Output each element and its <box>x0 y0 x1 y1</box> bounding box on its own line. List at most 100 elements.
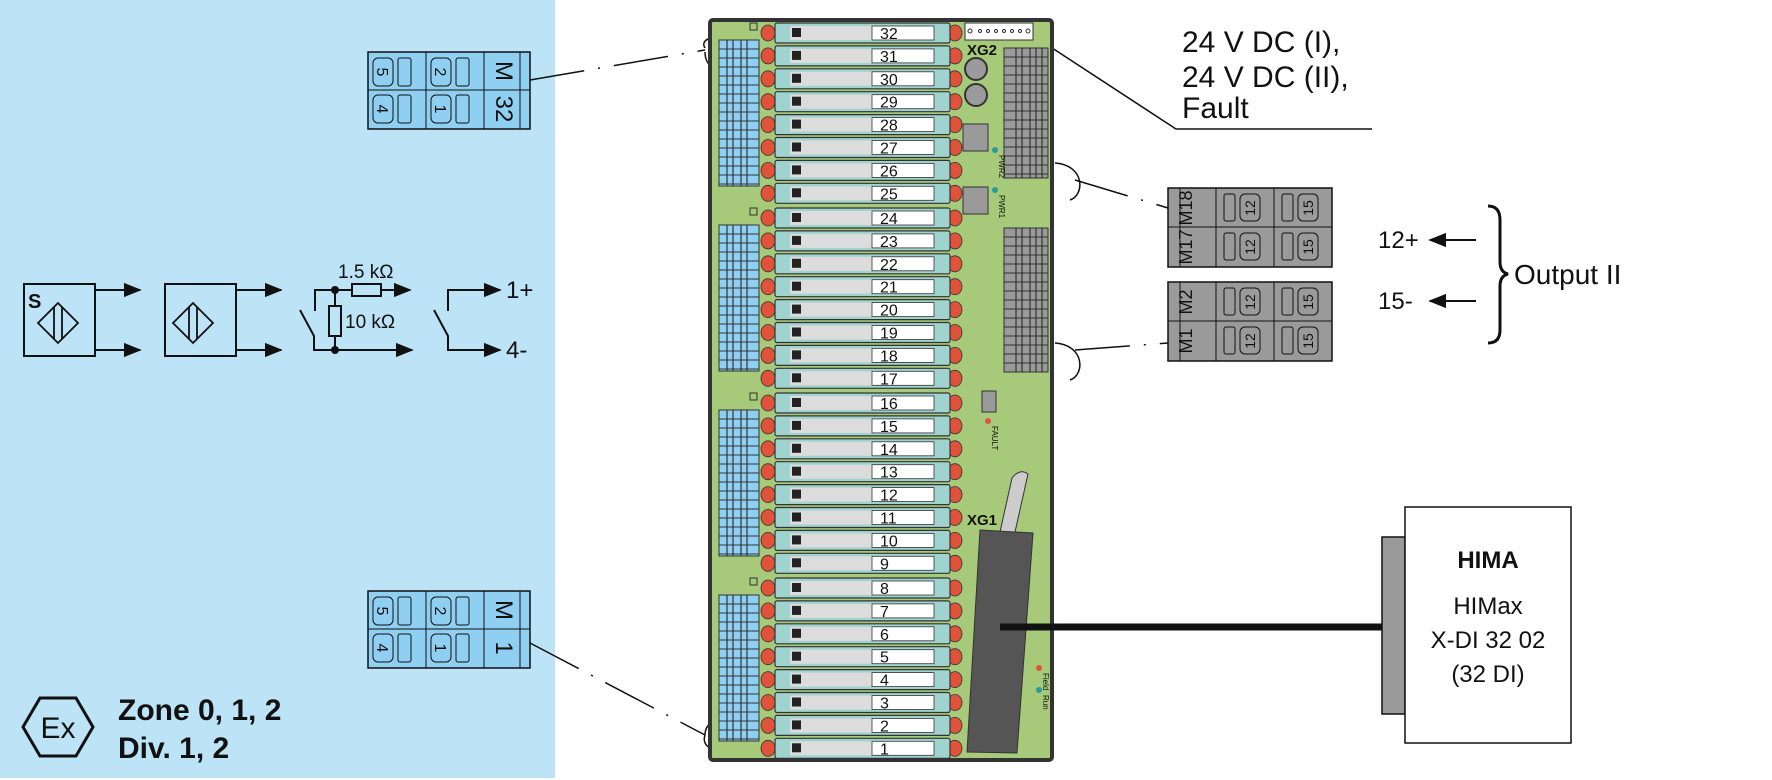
module-number: 17 <box>880 371 898 388</box>
module-slot[interactable]: 7 <box>760 600 963 622</box>
output-module-label: M1 <box>1176 328 1196 353</box>
module-slot[interactable]: 4 <box>760 668 963 691</box>
termination-board: 3231302928272625242322212019181716151413… <box>708 18 1054 762</box>
controller-model-line3: (32 DI) <box>1451 661 1524 688</box>
module-number: 25 <box>880 186 898 203</box>
sensor-s-box <box>23 283 96 357</box>
module-slot[interactable]: 20 <box>760 299 963 321</box>
module-slot[interactable]: 10 <box>760 529 963 552</box>
terminal-5: 5 <box>373 607 390 616</box>
module-number: 8 <box>880 581 889 598</box>
fuse-icon <box>964 83 988 107</box>
module-slot[interactable]: 19 <box>760 321 963 344</box>
module-slot[interactable]: 15 <box>760 415 963 437</box>
output-terminal-label: 12 <box>1242 333 1258 349</box>
fault-relay-icon <box>981 390 997 413</box>
xg1-connector[interactable] <box>966 529 1034 754</box>
module-slot[interactable]: 29 <box>760 91 963 113</box>
module-slot[interactable]: 30 <box>760 68 963 90</box>
controller-model-line2: X-DI 32 02 <box>1431 627 1546 654</box>
terminal-1: 1 <box>431 105 448 114</box>
module-slot[interactable]: 11 <box>760 506 963 529</box>
module-slot[interactable]: 12 <box>760 484 963 506</box>
relay-icon <box>962 123 989 152</box>
xg2-connector[interactable] <box>964 22 1034 41</box>
module-slot[interactable]: 8 <box>760 577 963 599</box>
module-slot[interactable]: 1 <box>760 737 963 759</box>
module-slot[interactable]: 31 <box>760 45 963 67</box>
led-pwr2-label: PWR2 <box>997 155 1006 179</box>
module-slot[interactable]: 24 <box>760 207 963 229</box>
module-slot[interactable]: 26 <box>760 159 963 181</box>
xg1-label: XG1 <box>967 512 997 529</box>
module-number: 23 <box>880 234 898 251</box>
controller-box <box>1404 506 1572 744</box>
module-slot[interactable]: 2 <box>760 714 963 737</box>
sensor-symbols <box>23 282 502 358</box>
output-group-label: Output II <box>1514 259 1621 290</box>
hima-controller[interactable]: HIMA HIMax X-DI 32 02 (32 DI) <box>1381 506 1572 744</box>
division-label: Div. 1, 2 <box>118 732 229 765</box>
output-brace-icon <box>1487 204 1509 345</box>
terminal-plus-label: 1+ <box>506 277 533 304</box>
module-slot[interactable]: 6 <box>760 623 963 645</box>
module-slot[interactable]: 14 <box>760 438 963 460</box>
power-label-line1: 24 V DC (I), <box>1182 26 1340 59</box>
proximity-sensor-icon <box>171 301 215 345</box>
module-number: 7 <box>880 604 889 621</box>
led-pwr1-label: PWR1 <box>997 195 1006 219</box>
switch-contact-icon <box>299 289 410 351</box>
field-terminal-strip <box>718 577 760 742</box>
controller-model-line1: HIMax <box>1453 593 1522 620</box>
module-slot[interactable]: 3 <box>760 691 963 714</box>
power-label-line3: Fault <box>1182 92 1249 125</box>
module-slot[interactable]: 28 <box>760 113 963 136</box>
led-fault-label: FAULT <box>990 426 999 450</box>
output-terminal-label: 12 <box>1242 200 1258 216</box>
module-slot[interactable]: 25 <box>760 182 963 204</box>
output-terminal-label: 15 <box>1300 294 1316 310</box>
module-slot[interactable]: 17 <box>760 367 963 389</box>
module-number: 24 <box>880 211 898 228</box>
module-number: 2 <box>880 718 889 735</box>
field-terminal-strip <box>718 207 760 372</box>
proximity-sensor-icon <box>36 301 80 345</box>
controller-connector <box>1381 536 1406 715</box>
module-slot[interactable]: 13 <box>760 461 963 483</box>
resistor-series-label: 1.5 kΩ <box>338 262 393 283</box>
led-field-label: Field <box>1041 673 1050 690</box>
module-slot[interactable]: 16 <box>760 392 963 414</box>
module-slot[interactable]: 9 <box>760 552 963 574</box>
terminal-4: 4 <box>373 105 390 114</box>
output-module-label: M17 <box>1176 229 1196 264</box>
module-number: 29 <box>880 95 898 112</box>
module-slot[interactable]: 21 <box>760 276 963 298</box>
module-slot[interactable]: 5 <box>760 646 963 668</box>
module-slot[interactable]: 18 <box>760 344 963 366</box>
module-slot[interactable]: 27 <box>760 136 963 159</box>
power-label-line2: 24 V DC (II), <box>1182 61 1349 94</box>
module-slot[interactable]: 23 <box>760 230 963 252</box>
ex-symbol-text: Ex <box>40 712 75 745</box>
module-number: 26 <box>880 163 898 180</box>
output-plus-label: 12+ <box>1378 227 1419 254</box>
terminal-1: 1 <box>431 644 448 653</box>
relay-icon <box>962 186 989 215</box>
field-terminal-block-m32[interactable]: 5 4 2 1 M 32 <box>367 51 531 130</box>
terminal-5: 5 <box>373 68 390 77</box>
output-module-label: M2 <box>1176 289 1196 314</box>
module-slot[interactable]: 32 <box>760 22 963 44</box>
led-pwr2-icon <box>992 147 998 153</box>
module-number: 22 <box>880 257 898 274</box>
zone-label: Zone 0, 1, 2 <box>118 694 281 727</box>
module-letter: M <box>490 600 517 620</box>
module-slot[interactable]: 22 <box>760 253 963 275</box>
field-terminal-block-m1[interactable]: 5 4 2 1 M 1 <box>367 590 531 669</box>
resistor-parallel-label: 10 kΩ <box>345 312 395 333</box>
output-terminal-label: 12 <box>1242 294 1258 310</box>
controller-brand: HIMA <box>1457 547 1518 574</box>
output-terminal-label: 15 <box>1300 333 1316 349</box>
module-letter: M <box>490 61 517 81</box>
